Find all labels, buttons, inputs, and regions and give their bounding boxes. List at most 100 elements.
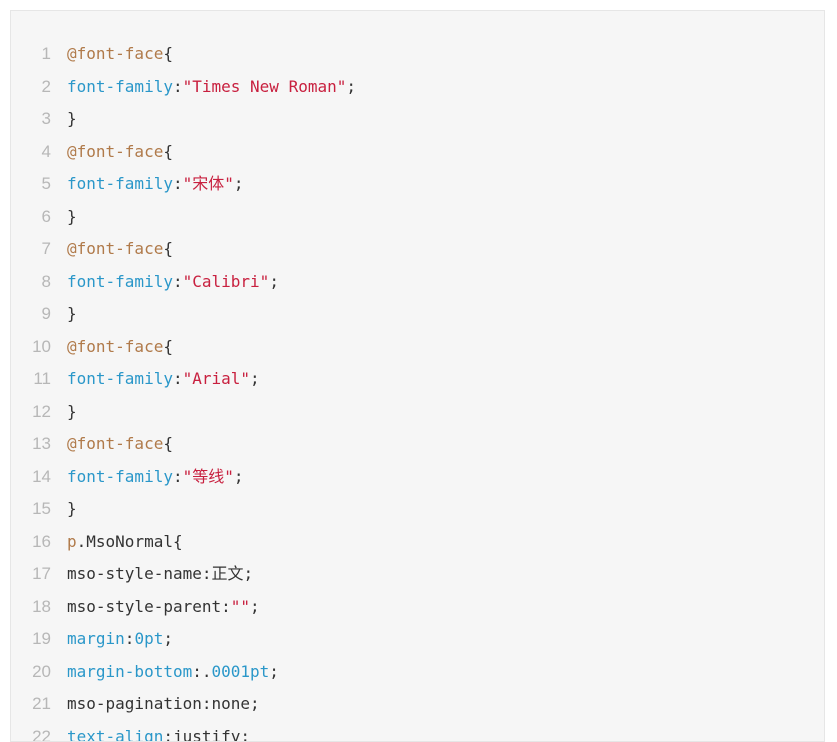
code-text: mso-style-parent:""; — [59, 591, 260, 624]
code-token: : — [172, 174, 183, 193]
line-number: 7 — [41, 239, 51, 258]
code-token: : — [201, 694, 212, 713]
code-token: 正文 — [211, 564, 244, 583]
code-token: ; — [243, 564, 254, 583]
code-token: p — [67, 531, 77, 551]
code-line: 4 @font-face{ — [11, 136, 824, 169]
code-token: } — [67, 304, 77, 323]
code-token: none — [211, 694, 251, 713]
line-number: 13 — [32, 434, 51, 453]
line-number: 11 — [33, 369, 51, 388]
code-token: : — [172, 76, 183, 96]
code-token: ; — [269, 661, 279, 681]
code-token: ; — [346, 76, 357, 96]
code-token: ; — [269, 271, 279, 291]
code-line: 15} — [11, 493, 824, 526]
code-line: 14 font-family:"等线"; — [11, 461, 824, 494]
line-number: 5 — [41, 174, 51, 193]
line-number: 6 — [41, 206, 51, 226]
code-token: "宋体" — [182, 174, 234, 193]
code-token: : — [201, 564, 212, 583]
code-token: } — [67, 499, 77, 518]
code-token: } — [67, 109, 77, 128]
code-line: 1 @font-face{ — [11, 38, 824, 71]
code-token: text-align — [67, 726, 164, 742]
code-line: 19 margin:0pt; — [11, 623, 824, 656]
code-line: 6} — [11, 201, 824, 234]
line-number: 3 — [41, 109, 51, 128]
line-number: 1 — [41, 44, 51, 63]
line-number: 19 — [32, 629, 51, 648]
code-line: 13 @font-face{ — [11, 428, 824, 461]
line-number: 16 — [32, 531, 51, 551]
code-text: @font-face{ — [59, 331, 173, 364]
code-text: @font-face{ — [59, 136, 173, 169]
line-number: 10 — [32, 336, 51, 356]
code-token: mso-style-name — [67, 564, 202, 583]
line-number: 4 — [41, 141, 51, 161]
code-text: mso-pagination:none; — [59, 688, 260, 721]
code-token: @font-face — [67, 141, 164, 161]
code-text: margin-bottom:.0001pt; — [59, 656, 279, 689]
code-token: 0pt — [134, 629, 164, 648]
code-token: ; — [250, 596, 260, 616]
code-token: :. — [192, 661, 212, 681]
line-number: 12 — [32, 401, 51, 421]
code-token: "Arial" — [182, 369, 251, 388]
code-token: font-family — [67, 76, 173, 96]
code-text: } — [59, 201, 77, 234]
code-text: margin:0pt; — [59, 623, 173, 656]
code-text: } — [59, 396, 77, 429]
code-token: margin — [67, 629, 125, 648]
code-text: font-family:"等线"; — [59, 461, 244, 494]
code-token: ; — [233, 466, 244, 486]
line-number: 22 — [32, 726, 51, 742]
code-text: mso-style-name:正文; — [59, 558, 253, 591]
code-token: .MsoNormal — [76, 531, 173, 551]
code-token: : — [172, 466, 183, 486]
code-token: { — [163, 141, 173, 161]
code-token: : — [163, 726, 173, 742]
code-token: ; — [163, 629, 173, 648]
line-number: 8 — [41, 271, 51, 291]
code-token: @font-face — [67, 44, 164, 63]
code-token: font-family — [67, 174, 173, 193]
code-token: } — [67, 401, 77, 421]
code-token: : — [221, 596, 231, 616]
code-token: font-family — [67, 369, 173, 388]
code-text: @font-face{ — [59, 233, 173, 266]
code-token: { — [163, 44, 173, 63]
line-number: 9 — [41, 304, 51, 323]
code-token: : — [172, 271, 183, 291]
code-text: font-family:"Times New Roman"; — [59, 71, 356, 104]
code-token: } — [67, 206, 77, 226]
code-line: 12} — [11, 396, 824, 429]
code-text: p.MsoNormal{ — [59, 526, 183, 559]
code-token: 0001pt — [211, 661, 270, 681]
code-text: font-family:"宋体"; — [59, 168, 244, 201]
code-text: font-family:"Arial"; — [59, 363, 260, 396]
line-number: 15 — [32, 499, 51, 518]
code-token: @font-face — [67, 336, 164, 356]
code-token: @font-face — [67, 239, 164, 258]
code-token: margin-bottom — [67, 661, 193, 681]
code-text: font-family:"Calibri"; — [59, 266, 279, 299]
code-text: @font-face{ — [59, 428, 173, 461]
code-token: "" — [230, 596, 251, 616]
code-token: "等线" — [182, 466, 234, 486]
code-token: { — [172, 531, 183, 551]
code-token: { — [163, 239, 173, 258]
code-token: font-family — [67, 271, 173, 291]
code-line: 7 @font-face{ — [11, 233, 824, 266]
code-line: 8 font-family:"Calibri"; — [11, 266, 824, 299]
line-number: 14 — [32, 466, 51, 486]
code-token: ; — [250, 369, 260, 388]
code-line: 3} — [11, 103, 824, 136]
code-line: 9} — [11, 298, 824, 331]
